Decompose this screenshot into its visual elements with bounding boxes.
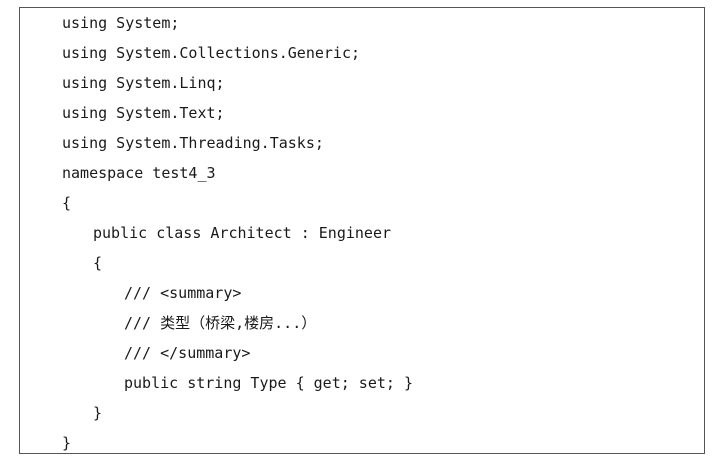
code-line-class-declaration: public class Architect : Engineer <box>93 224 392 242</box>
code-line-namespace-close-brace: } <box>62 434 72 452</box>
code-line-namespace: namespace test4_3 <box>62 164 216 182</box>
code-line-type-property: public string Type { get; set; } <box>124 374 413 392</box>
code-line-using-linq: using System.Linq; <box>62 74 225 92</box>
code-line-using-threading-tasks: using System.Threading.Tasks; <box>62 134 324 152</box>
code-line-summary-open: /// <summary> <box>124 284 242 302</box>
code-line-summary-close: /// </summary> <box>124 344 251 362</box>
code-line-using-text: using System.Text; <box>62 104 225 122</box>
code-line-class-open-brace: { <box>93 254 103 272</box>
code-line-using-collections-generic: using System.Collections.Generic; <box>62 44 361 62</box>
code-line-namespace-open-brace: { <box>62 194 72 212</box>
code-line-summary-comment: /// 类型（桥梁,楼房...） <box>124 314 317 332</box>
code-block: using System; using System.Collections.G… <box>19 7 705 454</box>
code-line-class-close-brace: } <box>93 404 103 422</box>
code-line-using-system: using System; <box>62 14 180 32</box>
